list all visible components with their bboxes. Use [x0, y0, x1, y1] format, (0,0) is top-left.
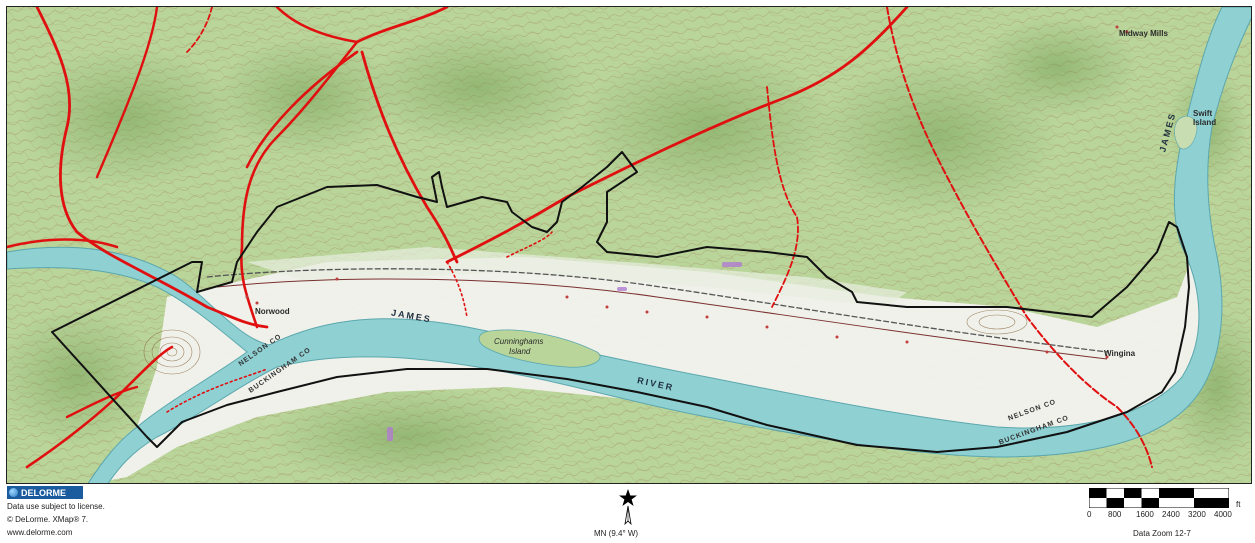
trail-far-west	[35, 7, 269, 329]
place-label-swift-island: Island	[1193, 118, 1217, 127]
trail-west-branch	[7, 238, 119, 249]
james-river	[7, 7, 1251, 483]
trail-upper	[355, 7, 449, 44]
delorme-logo[interactable]: DELORME	[7, 486, 83, 499]
copyright-text: © DeLorme. XMap® 7.	[7, 515, 89, 524]
trail-east-main	[886, 7, 1153, 468]
trail-main-ridge	[445, 7, 909, 264]
place-label-midway-mills: Midway Mills	[1119, 29, 1168, 38]
trail-mid-north	[360, 50, 459, 264]
map-canvas	[7, 7, 1251, 483]
road-north	[216, 278, 1108, 360]
north-arrow-icon	[619, 489, 637, 526]
topographic-map[interactable]: Norwood Cunninghams Island Wingina Midwa…	[6, 6, 1252, 484]
trail-dotted-north	[446, 261, 468, 318]
place-label-swift: Swift	[1193, 109, 1213, 118]
trail-northwest	[95, 7, 159, 179]
scale-bar	[1089, 488, 1229, 508]
scale-tick-label: 4000	[1214, 510, 1232, 519]
delorme-logo-text: DELORME	[21, 487, 66, 498]
magnetic-north-label: MN (9.4° W)	[594, 529, 639, 538]
place-label-cunninghams: Cunninghams	[494, 337, 544, 346]
place-label-island: Island	[509, 347, 531, 356]
place-label-norwood: Norwood	[255, 307, 290, 316]
trail-center	[766, 86, 799, 308]
globe-icon	[9, 488, 18, 497]
scale-unit-label: ft	[1236, 500, 1241, 509]
data-zoom-label: Data Zoom 12-7	[1133, 529, 1191, 538]
cunninghams-island	[478, 329, 601, 368]
marsh-patches	[387, 262, 742, 441]
structures	[245, 25, 1129, 359]
trail-west-loop	[240, 7, 360, 329]
trail-sw-lower	[65, 385, 139, 419]
trail-top-dash	[186, 7, 213, 53]
place-label-wingina: Wingina	[1104, 349, 1136, 358]
scale-tick-label: 3200	[1188, 510, 1206, 519]
trail-ridge-west	[245, 50, 359, 169]
railroad-north	[206, 268, 1108, 353]
swift-island	[1174, 116, 1198, 150]
scale-tick-label: 2400	[1162, 510, 1180, 519]
trail-dotted-north-2	[506, 231, 553, 258]
hill-contours	[143, 309, 1028, 375]
property-boundary	[51, 151, 1190, 453]
license-text: Data use subject to license.	[7, 502, 105, 511]
scale-tick-label: 800	[1108, 510, 1122, 519]
trail-sw	[25, 345, 174, 469]
map-footer: DELORME Data use subject to license. © D…	[0, 484, 1255, 543]
website-link[interactable]: www.delorme.com	[7, 528, 73, 537]
scale-tick-label: 0	[1087, 510, 1092, 519]
trails	[7, 7, 1153, 469]
trail-dotted-south	[166, 368, 268, 413]
scale-tick-label: 1600	[1136, 510, 1154, 519]
